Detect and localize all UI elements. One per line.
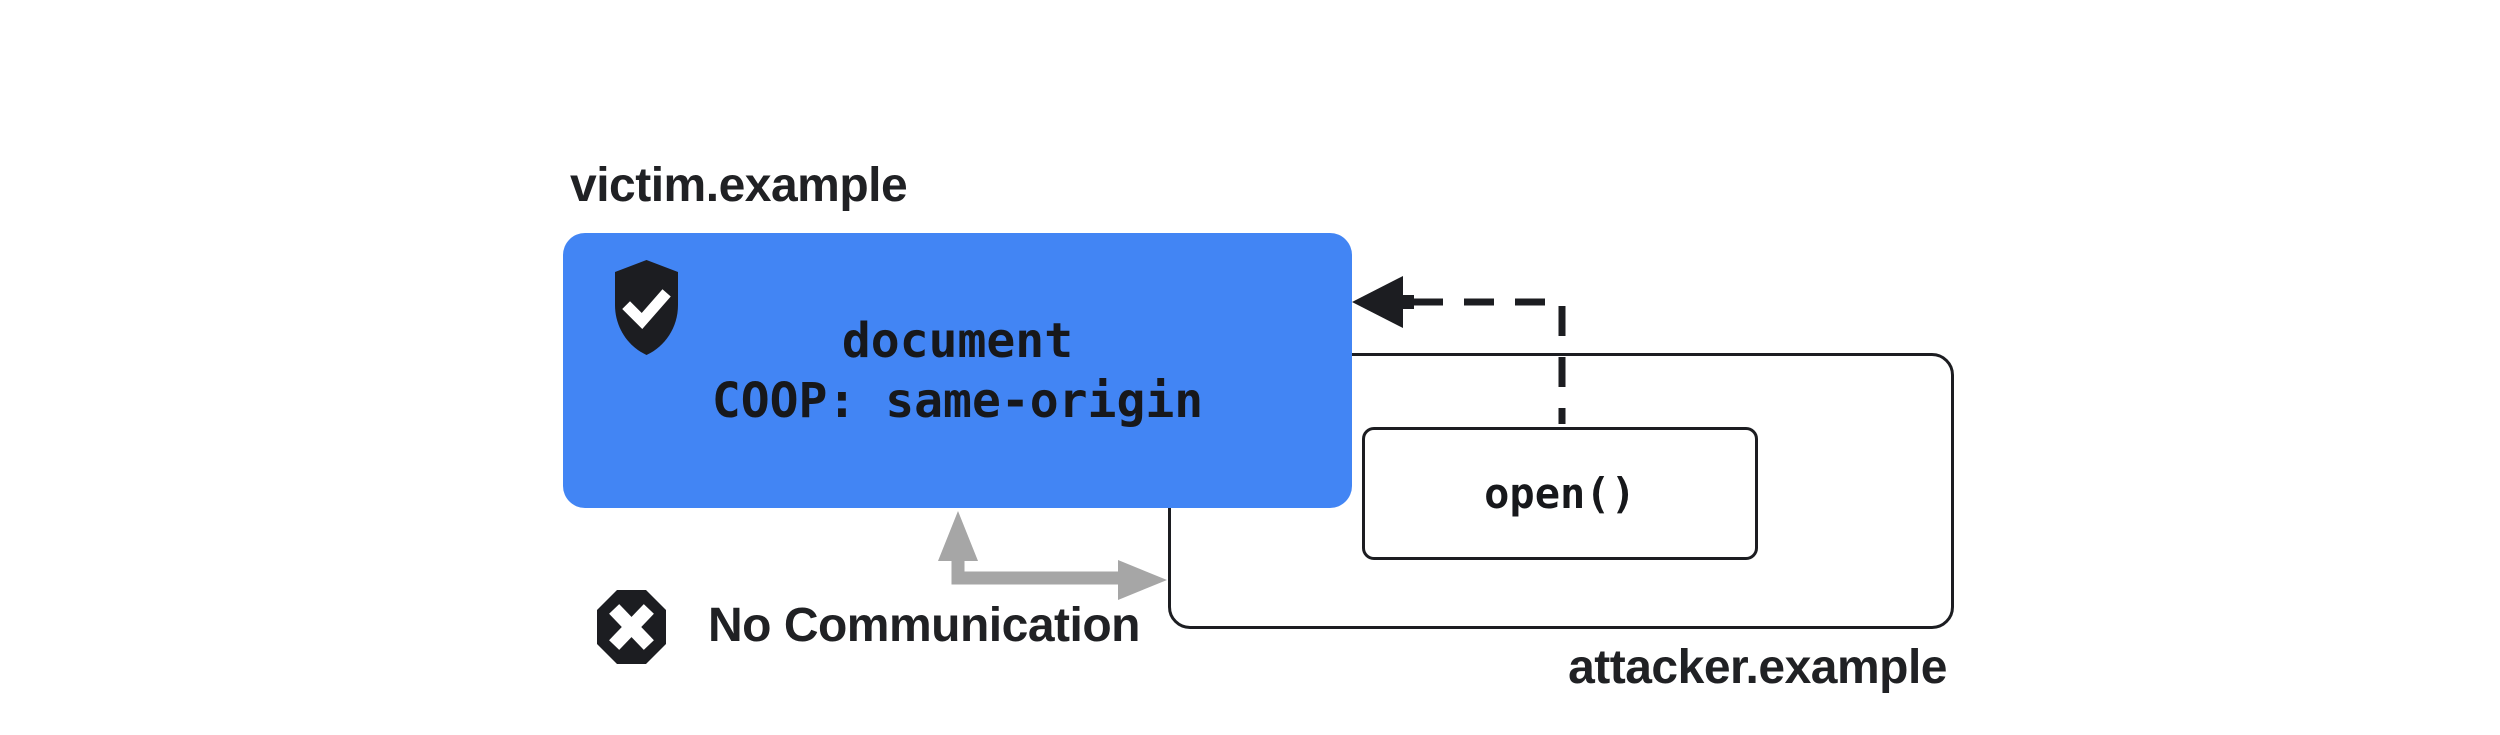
blocked-x-icon: [597, 590, 666, 664]
open-call-box: open(): [1362, 427, 1758, 560]
document-label: document: [841, 312, 1074, 369]
shield-check-icon: [615, 260, 678, 355]
victim-domain-label: victim.example: [570, 159, 908, 212]
arrowhead-right-icon: [1118, 560, 1167, 600]
arrowhead-left-icon: [1352, 276, 1403, 328]
no-communication-label: No Communication: [708, 599, 1141, 652]
attacker-domain-label: attacker.example: [1568, 641, 1947, 694]
document-box-text: document COOP: same-origin: [712, 311, 1203, 431]
no-communication-arrow: [938, 511, 1167, 600]
arrowhead-up-icon: [938, 511, 978, 561]
victim-document-box: document COOP: same-origin: [563, 233, 1352, 508]
open-call-label: open(): [1484, 469, 1636, 518]
coop-header-label: COOP: same-origin: [711, 372, 1204, 429]
